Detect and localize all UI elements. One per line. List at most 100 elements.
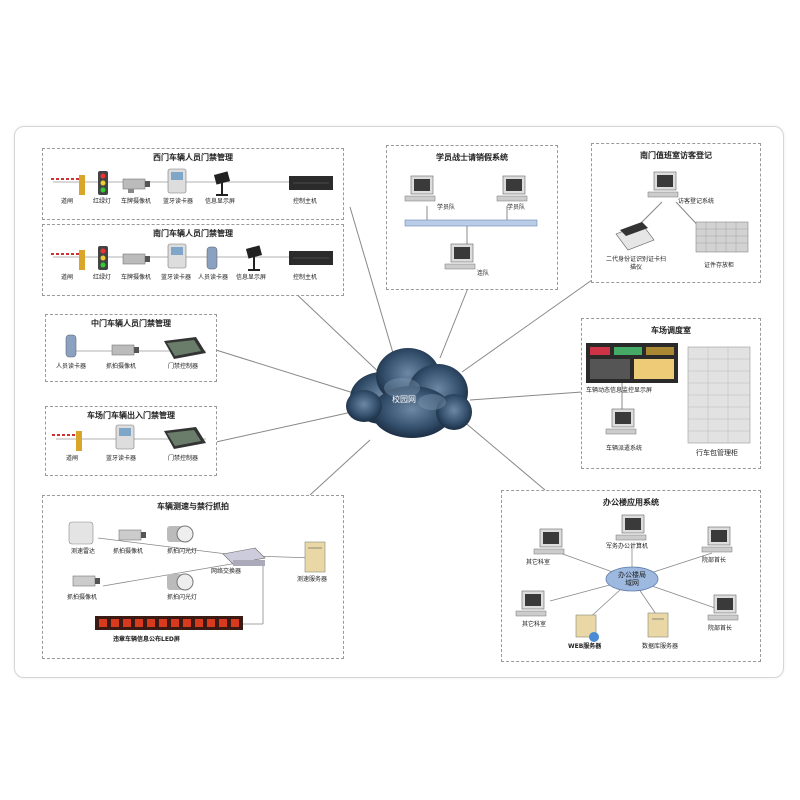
middle-gate-devices (65, 334, 206, 359)
label: 证件存放柜 (704, 262, 735, 269)
label: 控制主机 (293, 198, 318, 205)
office-devices (515, 514, 739, 642)
label: 道闸 (61, 274, 74, 281)
computer-icon (496, 175, 528, 202)
cloud-label: 校园网 (392, 395, 416, 404)
label: 信息显示屏 (205, 198, 236, 205)
label: 抓拍摄像机 (67, 594, 98, 601)
person-reader-icon (206, 246, 218, 270)
computer-icon (647, 171, 679, 198)
link-leave (439, 287, 469, 359)
web-server-icon (575, 614, 599, 642)
panel-west-gate: 西门车辆人员门禁管理 道闸 红绿灯 车牌摄像机 蓝牙读卡器 信息显示屏 控制主机 (42, 148, 344, 220)
lan-hub-label: 办公楼局域网 (618, 571, 646, 587)
panel-leave-system: 学员战士请销假系统 学员队 学员队 连队 (386, 145, 558, 290)
camera-icon (72, 575, 100, 587)
panel-title: 办公楼应用系统 (603, 498, 659, 507)
label: 人员读卡器 (56, 363, 87, 370)
speed-capture-devices (68, 521, 326, 630)
person-reader-icon (65, 334, 77, 358)
panel-south-gate: 南门车辆人员门禁管理 道闸 红绿灯 车牌摄像机 蓝牙读卡器 人员读卡器 信息显示… (42, 224, 344, 296)
link-west-gate (349, 206, 399, 371)
label: 院部首长 (702, 557, 727, 564)
led-screen-icon (95, 616, 243, 630)
label: 院部首长 (708, 625, 733, 632)
flash-lamp-icon (167, 573, 194, 591)
bluetooth-reader-icon (115, 424, 135, 450)
label: 二代身份证识别证卡扫描仪 (606, 256, 667, 271)
camera-icon (122, 253, 150, 265)
label: 红绿灯 (93, 274, 112, 281)
label: 门禁控制器 (168, 455, 199, 462)
locker-cabinet-icon (687, 346, 751, 444)
label: 信息显示屏 (236, 274, 267, 281)
storage-cabinet-icon (695, 221, 749, 253)
link-south-gate (289, 287, 386, 379)
label: 门禁控制器 (168, 363, 199, 370)
panel-title: 南门值班室访客登记 (640, 151, 712, 160)
flash-lamp-icon (167, 525, 194, 543)
monitor-wall-icon (586, 343, 678, 383)
visitor-devices (615, 171, 749, 253)
south-gate-devices (51, 243, 333, 271)
west-gate-devices (51, 168, 333, 196)
panel-speed-capture: 车辆测速与禁行抓拍 测速雷达 抓拍摄像机 抓拍闪光灯 网络交换器 测速服务 (42, 495, 344, 659)
link-office (461, 419, 546, 491)
label: 车辆动态信息监控显示屏 (586, 387, 653, 394)
label: 人员读卡器 (198, 274, 229, 281)
computer-icon (701, 526, 733, 553)
label: 抓拍闪光灯 (167, 594, 198, 601)
label: 测速雷达 (71, 548, 96, 555)
panel-title: 中门车辆人员门禁管理 (91, 319, 171, 328)
network-switch-icon (222, 547, 266, 566)
database-server-icon (647, 612, 669, 638)
computer-icon (615, 514, 647, 541)
depot-gate-devices (52, 424, 206, 451)
barrier-gate-icon (51, 175, 85, 195)
computer-icon (533, 528, 565, 555)
label: 测速服务器 (297, 576, 328, 583)
bluetooth-reader-icon (167, 168, 187, 194)
label: 控制主机 (293, 274, 318, 281)
door-controller-icon (164, 427, 206, 449)
lan-hub (605, 566, 659, 592)
scanner-icon (615, 222, 655, 251)
link-middle-gate (215, 349, 361, 396)
traffic-light-icon (98, 171, 108, 195)
panel-title: 学员战士请销假系统 (436, 153, 508, 162)
computer-icon (515, 590, 547, 617)
link-depot-gate (215, 411, 353, 443)
label: 抓拍闪光灯 (167, 548, 198, 555)
panel-title: 车辆测速与禁行抓拍 (157, 502, 229, 511)
label: 蓝牙读卡器 (106, 455, 137, 462)
label: 连队 (477, 270, 490, 277)
barrier-gate-icon (51, 250, 85, 270)
dispatch-devices (586, 343, 751, 444)
info-display-icon (213, 171, 231, 196)
barrier-gate-icon (52, 431, 82, 451)
info-display-icon (245, 245, 263, 271)
door-controller-icon (164, 337, 206, 359)
campus-network-cloud: 校园网 (342, 340, 476, 444)
computer-icon (404, 175, 436, 202)
label: 行车包管理柜 (696, 449, 738, 457)
label: 违章车辆信息公布LED屏 (113, 636, 180, 643)
panel-title: 车场调度室 (651, 326, 691, 335)
panel-middle-gate: 中门车辆人员门禁管理 人员读卡器 抓拍摄像机 门禁控制器 (45, 314, 217, 382)
computer-icon (605, 408, 637, 435)
link-dispatch (469, 391, 583, 401)
traffic-light-icon (98, 246, 108, 270)
camera-icon (122, 178, 150, 193)
leave-system-devices (404, 175, 538, 270)
bluetooth-reader-icon (167, 243, 187, 269)
label: 蓝牙读卡器 (161, 274, 192, 281)
link-visitor (461, 279, 593, 373)
label: 抓拍摄像机 (113, 548, 144, 555)
camera-icon (111, 344, 139, 356)
panel-title: 西门车辆人员门禁管理 (153, 153, 233, 162)
label: 抓拍摄像机 (106, 363, 137, 370)
label: 车牌摄像机 (121, 198, 152, 205)
control-host-icon (289, 251, 333, 265)
label: 道闸 (61, 198, 74, 205)
